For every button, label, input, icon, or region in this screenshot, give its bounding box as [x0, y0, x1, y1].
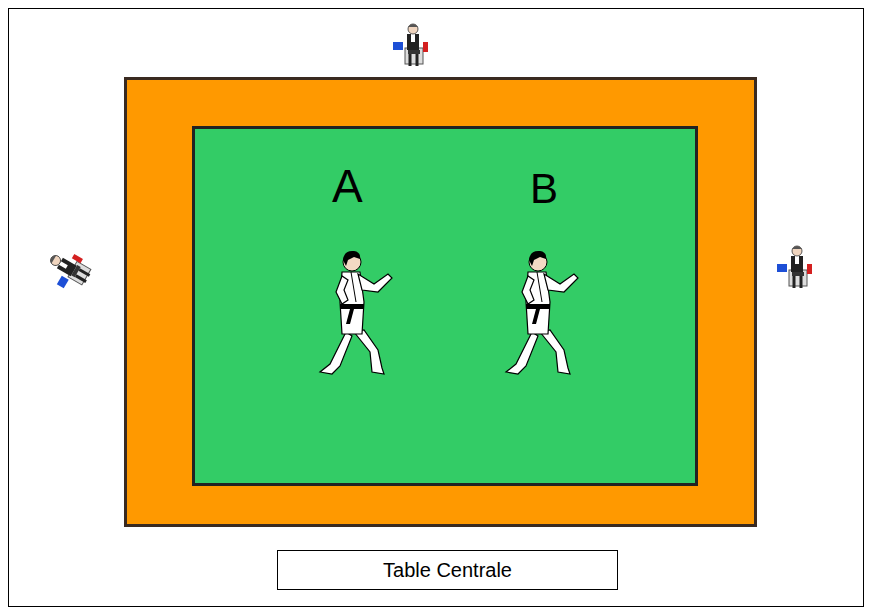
central-table-box: Table Centrale	[277, 550, 618, 590]
competitor-letter: B	[530, 168, 558, 210]
table-label: Table Centrale	[383, 559, 512, 582]
competition-mat	[194, 128, 697, 485]
page-frame	[9, 9, 864, 607]
competitor-letter: A	[332, 163, 363, 209]
safety-area	[126, 79, 756, 526]
